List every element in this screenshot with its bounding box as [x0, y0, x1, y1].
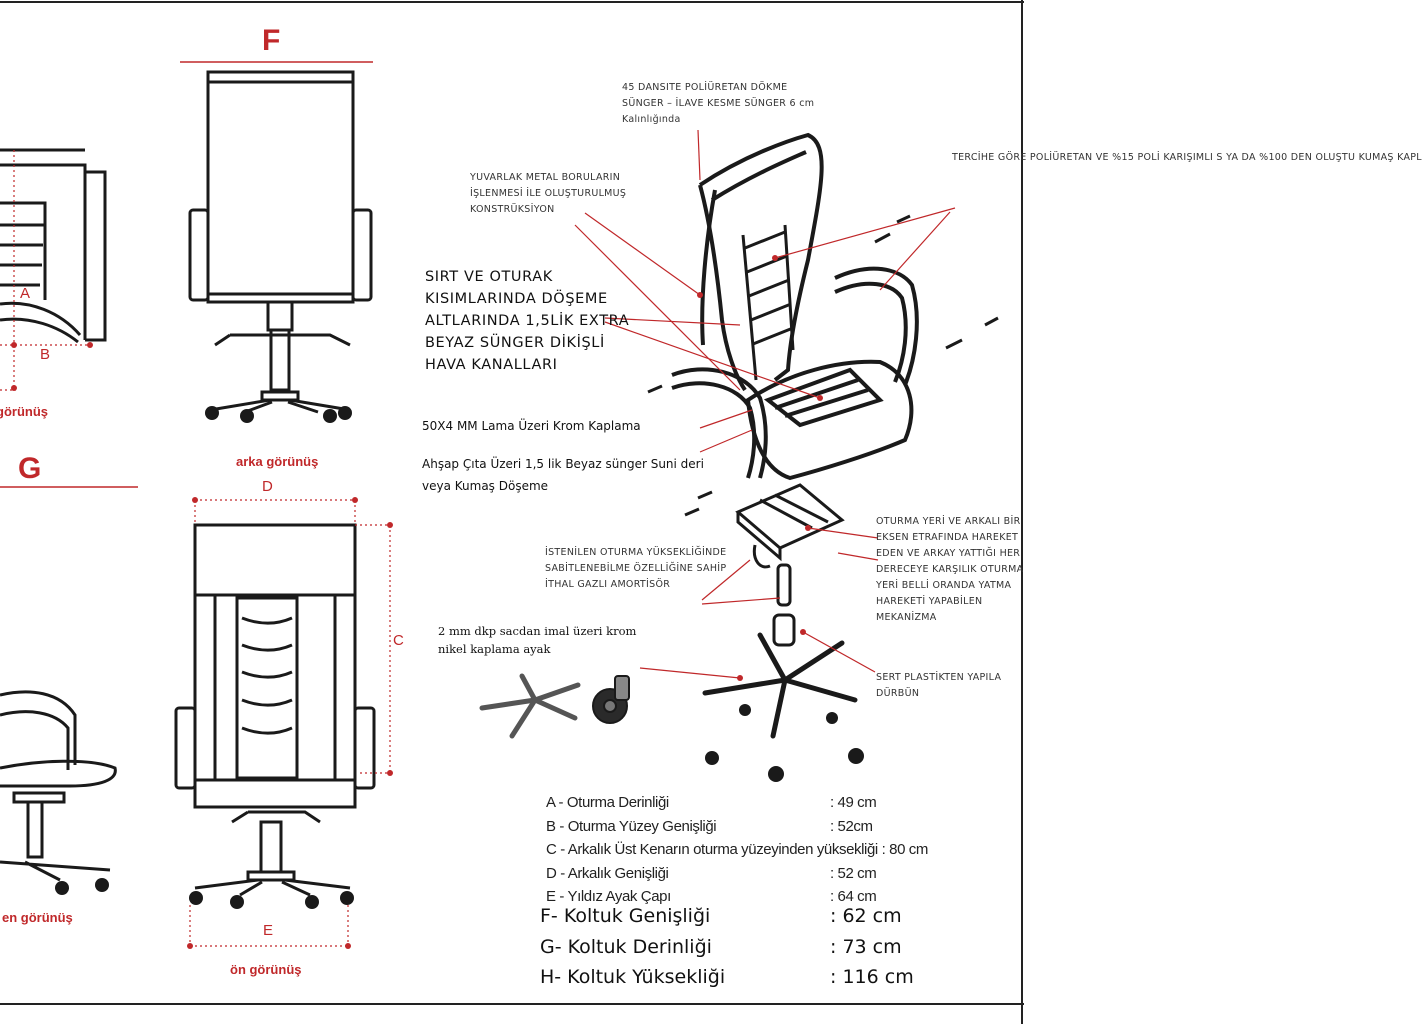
dim-point: [345, 943, 351, 949]
dim-point: [387, 770, 393, 776]
front-view-lumbar-slats: [241, 616, 293, 735]
spec-value: : 52cm: [830, 817, 873, 835]
spec-label: B - Oturma Yüzey Genişliği: [546, 817, 717, 835]
annotation-chrome-arm: 50X4 MM Lama Üzeri Krom Kaplama: [422, 419, 641, 433]
caster-sample: [592, 675, 630, 724]
leader-point: [737, 675, 743, 681]
annotation-metal-frame: YUVARLAK METAL BORULARIN İŞLENMESİ İLE O…: [470, 172, 627, 215]
dim-label-a: A: [20, 285, 31, 302]
exploded-backrest: [698, 132, 824, 392]
dim-point: [187, 943, 193, 949]
spec-label: F- Koltuk Genişliği: [540, 905, 711, 927]
annotation-fabric: TERCİHE GÖRE POLİÜRETAN VE %15 POLİ KARI…: [952, 152, 1422, 163]
exploded-gas-lift: [772, 563, 796, 647]
spec-value: : 73 cm: [830, 935, 902, 958]
exploded-casters: [705, 704, 864, 782]
chrome-base-sample: [479, 673, 581, 739]
side-view-caption: görünüş: [0, 404, 48, 419]
annotation-air-channels: SIRT VE OTURAK KISIMLARINDA DÖŞEME ALTLA…: [425, 269, 630, 373]
rear-view-caption: arka görünüş: [236, 454, 319, 469]
spec-value: : 64 cm: [830, 888, 877, 905]
leader-point: [805, 525, 811, 531]
dim-point: [352, 497, 358, 503]
dim-label-c: C: [393, 632, 404, 649]
view-letter-f: F: [262, 24, 281, 57]
exploded-left-armrest: [671, 367, 768, 479]
exploded-right-armrest: [834, 266, 919, 386]
annotation-wood-arm: Ahşap Çıta Üzeri 1,5 lik Beyaz sünger Su…: [422, 457, 704, 493]
annotation-caster: SERT PLASTİKTEN YAPILA DÜRBÜN: [876, 672, 1002, 699]
spec-row-backrest-height: C - Arkalık Üst Kenarın oturma yüzeyinde…: [546, 841, 928, 858]
spec-value: : 62 cm: [830, 905, 902, 927]
dim-label-d: D: [262, 478, 273, 495]
exploded-seat: [745, 359, 914, 481]
dim-point: [387, 522, 393, 528]
spec-value: : 52 cm: [830, 864, 877, 882]
dim-label-e: E: [263, 922, 274, 939]
sheet-border: [0, 0, 1024, 1024]
dim-point: [192, 497, 198, 503]
annotation-tilt-mechanism: OTURMA YERİ VE ARKALI BİR EKSEN ETRAFIND…: [876, 516, 1024, 623]
dim-point: [11, 342, 17, 348]
leader-point: [697, 292, 703, 298]
front-view-casters: [189, 891, 354, 909]
spec-label: D - Arkalık Genişliği: [546, 864, 669, 882]
annotation-gas-lift: İSTENİLEN OTURMA YÜKSEKLİĞİNDE SABİTLENE…: [545, 547, 727, 590]
leader-point: [800, 629, 806, 635]
rear-view-casters: [205, 406, 352, 423]
spec-label: H- Koltuk Yüksekliği: [540, 966, 726, 988]
view-letter-g: G: [18, 452, 42, 485]
spec-label: G- Koltuk Derinliği: [540, 935, 712, 958]
front-view-caption: ön görünüş: [230, 962, 302, 977]
side-view-bottom-drawing: [0, 690, 117, 882]
spec-value: : 49 cm: [830, 794, 877, 811]
exploded-star-base: [702, 632, 858, 739]
leader-point: [772, 255, 778, 261]
side-view-bottom-caption: en görünüş: [2, 910, 73, 925]
chair-technical-drawing: [0, 0, 1024, 1024]
leader-point: [817, 395, 823, 401]
dim-point: [11, 385, 17, 391]
side-view-bottom-casters: [55, 878, 109, 895]
rear-view-drawing: [188, 70, 373, 414]
dim-label-b: B: [40, 346, 51, 363]
exploded-leader-lines: [574, 129, 956, 679]
spec-label: A - Oturma Derinliği: [546, 794, 669, 811]
spec-value: : 116 cm: [830, 966, 914, 988]
annotation-foam: 45 DANSITE POLİÜRETAN DÖKME SÜNGER – İLA…: [622, 82, 815, 125]
dim-point: [87, 342, 93, 348]
spec-label: E - Yıldız Ayak Çapı: [546, 888, 671, 905]
exploded-tilt-mechanism: [735, 483, 845, 569]
exploded-backrest-slats: [741, 224, 795, 381]
side-view-top-drawing: [0, 148, 107, 344]
front-view-drawing: [174, 523, 376, 897]
exploded-screws: [647, 214, 999, 517]
front-view-dimensions: [189, 499, 395, 948]
annotation-base: 2 mm dkp sacdan imal üzeri krom nikel ka…: [438, 624, 637, 656]
